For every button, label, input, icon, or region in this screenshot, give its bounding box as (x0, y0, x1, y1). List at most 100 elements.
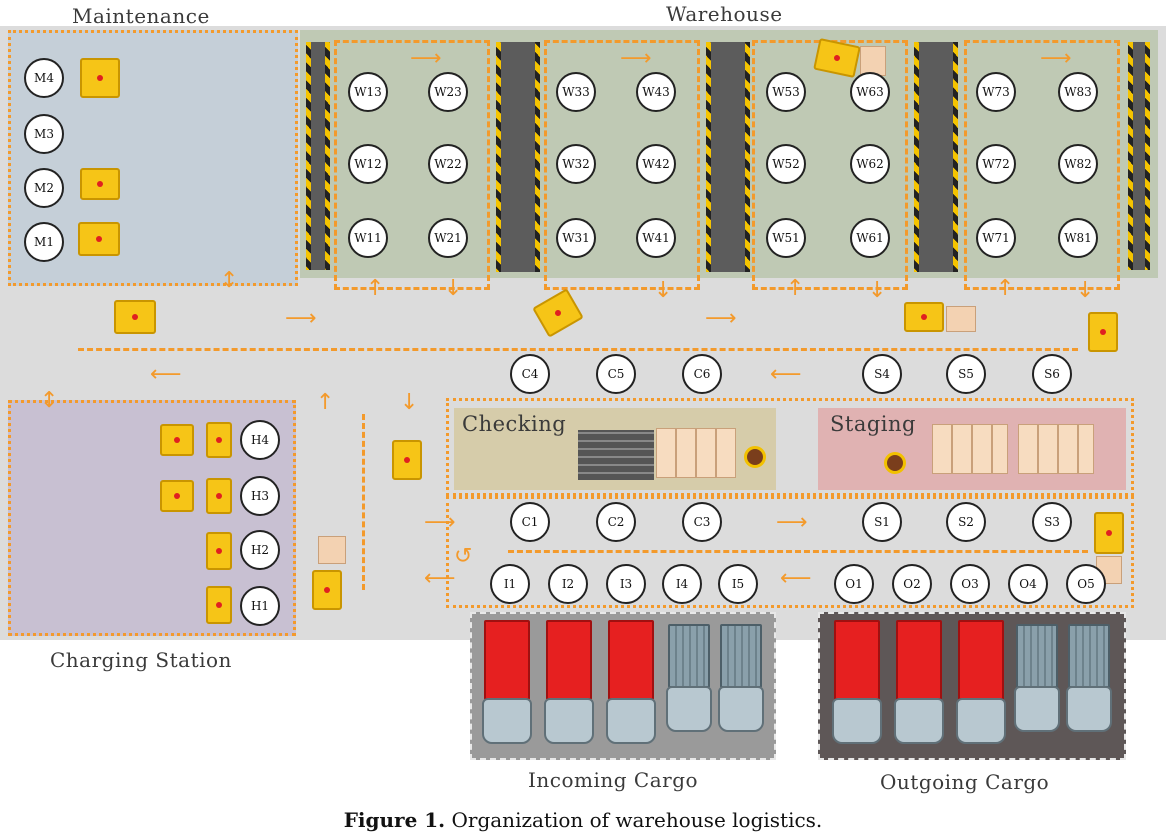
incoming-cargo-label: Incoming Cargo (528, 768, 699, 792)
truck-cab (1066, 686, 1112, 732)
cargo-shelf (656, 428, 736, 478)
truck-blue (720, 624, 762, 688)
storage-rack (706, 42, 750, 272)
node-w51: W51 (766, 218, 806, 258)
storage-rack (306, 42, 330, 270)
checking-staging-loop (446, 398, 1134, 496)
node-w52: W52 (766, 144, 806, 184)
agv-robot (206, 532, 232, 570)
node-s5: S5 (946, 354, 986, 394)
node-m4: M4 (24, 58, 64, 98)
node-s1: S1 (862, 502, 902, 542)
agv-robot (1088, 312, 1118, 352)
node-w23: W23 (428, 72, 468, 112)
route-arrow: ↑ (366, 276, 385, 301)
truck-cab (1014, 686, 1060, 732)
route-arrow: ↺ (454, 544, 473, 569)
node-i4: I4 (662, 564, 702, 604)
caption-bold: Figure 1. (343, 808, 446, 832)
cargo-shelf (932, 424, 1008, 474)
route-arrow: ⟵ (150, 362, 182, 387)
node-o1: O1 (834, 564, 874, 604)
route-arrow: ↕ (220, 268, 239, 293)
node-i1: I1 (490, 564, 530, 604)
node-h2: H2 (240, 530, 280, 570)
truck-cab (894, 698, 944, 744)
aisle-1 (334, 40, 490, 290)
node-w71: W71 (976, 218, 1016, 258)
node-w53: W53 (766, 72, 806, 112)
maintenance-label: Maintenance (72, 4, 210, 28)
agv-robot (312, 570, 342, 610)
worker-icon (884, 452, 906, 474)
cargo-box (946, 306, 976, 332)
truck-red (896, 620, 942, 700)
node-i5: I5 (718, 564, 758, 604)
charging-station-label: Charging Station (50, 648, 232, 672)
route-arrow: ↓ (1076, 278, 1095, 303)
agv-robot (206, 422, 232, 458)
node-m2: M2 (24, 168, 64, 208)
route-arrow: ↓ (654, 278, 673, 303)
node-w32: W32 (556, 144, 596, 184)
node-w82: W82 (1058, 144, 1098, 184)
node-c5: C5 (596, 354, 636, 394)
node-w81: W81 (1058, 218, 1098, 258)
truck-cab (956, 698, 1006, 744)
route-arrow: ⟵ (780, 566, 812, 591)
storage-rack (914, 42, 958, 272)
route-arrow: ⟶ (705, 306, 737, 331)
agv-robot (206, 478, 232, 514)
node-w72: W72 (976, 144, 1016, 184)
route-arrow: ⟶ (285, 306, 317, 331)
route-arrow: ⟶ (1040, 46, 1072, 71)
node-w61: W61 (850, 218, 890, 258)
node-w62: W62 (850, 144, 890, 184)
charging-route-line (362, 414, 365, 590)
node-w41: W41 (636, 218, 676, 258)
route-arrow: ⟶ (424, 510, 456, 535)
cargo-shelf (1018, 424, 1094, 474)
node-w22: W22 (428, 144, 468, 184)
truck-red (958, 620, 1004, 700)
agv-robot (206, 586, 232, 624)
node-o4: O4 (1008, 564, 1048, 604)
node-m3: M3 (24, 114, 64, 154)
route-arrow: ⟶ (410, 46, 442, 71)
node-w21: W21 (428, 218, 468, 258)
route-arrow: ↓ (868, 278, 887, 303)
cargo-box (318, 536, 346, 564)
dock-loop (446, 496, 1134, 608)
node-o3: O3 (950, 564, 990, 604)
agv-robot (392, 440, 422, 480)
node-h3: H3 (240, 476, 280, 516)
route-arrow: ⟵ (424, 566, 456, 591)
worker-icon (744, 446, 766, 468)
storage-rack (1128, 42, 1150, 270)
truck-cab (718, 686, 764, 732)
node-w31: W31 (556, 218, 596, 258)
node-w11: W11 (348, 218, 388, 258)
node-m1: M1 (24, 222, 64, 262)
truck-blue (668, 624, 710, 688)
route-arrow: ⟶ (620, 46, 652, 71)
truck-cab (482, 698, 532, 744)
warehouse-label: Warehouse (666, 2, 783, 26)
agv-robot (80, 168, 120, 200)
node-c6: C6 (682, 354, 722, 394)
agv-robot (114, 300, 156, 334)
route-arrow: ↕ (40, 388, 59, 413)
truck-cab (666, 686, 712, 732)
dock-route-line (508, 550, 1088, 553)
node-s4: S4 (862, 354, 902, 394)
node-w83: W83 (1058, 72, 1098, 112)
agv-robot (1094, 512, 1124, 554)
truck-red (484, 620, 530, 700)
truck-blue (1068, 624, 1110, 688)
truck-cab (544, 698, 594, 744)
node-s6: S6 (1032, 354, 1072, 394)
storage-rack (496, 42, 540, 272)
figure-caption: Figure 1. Organization of warehouse logi… (0, 808, 1166, 832)
node-w63: W63 (850, 72, 890, 112)
node-i2: I2 (548, 564, 588, 604)
